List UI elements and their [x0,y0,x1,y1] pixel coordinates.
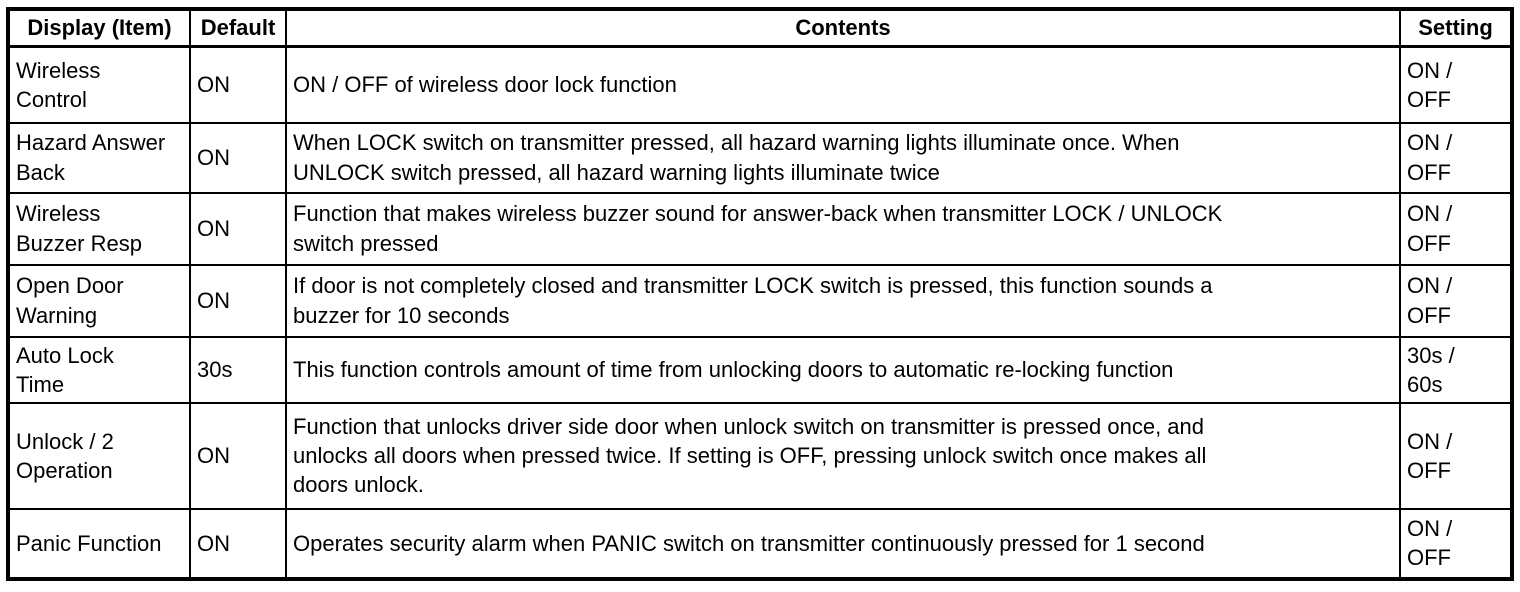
cell-contents: Operates security alarm when PANIC switc… [285,507,1401,580]
cell-setting: 30s / 60s [1399,335,1513,404]
cell-setting: ON / OFF [1399,263,1513,338]
cell-contents: When LOCK switch on transmitter pressed,… [285,121,1401,194]
table-row: Wireless Control ON ON / OFF of wireless… [7,45,1513,124]
wireless-door-lock-settings-table: Display (Item) Default Contents Setting … [6,7,1514,581]
cell-display-item: Hazard Answer Back [7,121,191,194]
cell-display-item: Wireless Buzzer Resp [7,191,191,266]
cell-display-item: Auto Lock Time [7,335,191,404]
cell-display-item: Unlock / 2 Operation [7,401,191,510]
table-row: Unlock / 2 Operation ON Function that un… [7,401,1513,510]
cell-contents: Function that unlocks driver side door w… [285,401,1401,510]
table-row: Auto Lock Time 30s This function control… [7,335,1513,404]
cell-display-item: Panic Function [7,507,191,580]
table-row: Open Door Warning ON If door is not comp… [7,263,1513,338]
table-row: Panic Function ON Operates security alar… [7,507,1513,580]
cell-default: ON [189,45,287,124]
cell-contents: Function that makes wireless buzzer soun… [285,191,1401,266]
cell-setting: ON / OFF [1399,507,1513,580]
table-row: Wireless Buzzer Resp ON Function that ma… [7,191,1513,266]
header-setting: Setting [1399,8,1513,48]
cell-default: ON [189,191,287,266]
cell-default: ON [189,263,287,338]
cell-setting: ON / OFF [1399,401,1513,510]
table-header-row: Display (Item) Default Contents Setting [7,8,1513,48]
cell-display-item: Wireless Control [7,45,191,124]
cell-setting: ON / OFF [1399,45,1513,124]
cell-default: ON [189,507,287,580]
table-row: Hazard Answer Back ON When LOCK switch o… [7,121,1513,194]
cell-setting: ON / OFF [1399,121,1513,194]
cell-default: ON [189,401,287,510]
cell-contents: If door is not completely closed and tra… [285,263,1401,338]
cell-setting: ON / OFF [1399,191,1513,266]
cell-default: ON [189,121,287,194]
cell-contents: This function controls amount of time fr… [285,335,1401,404]
header-contents: Contents [285,8,1401,48]
header-display-item: Display (Item) [7,8,191,48]
cell-default: 30s [189,335,287,404]
header-default: Default [189,8,287,48]
cell-display-item: Open Door Warning [7,263,191,338]
cell-contents: ON / OFF of wireless door lock function [285,45,1401,124]
